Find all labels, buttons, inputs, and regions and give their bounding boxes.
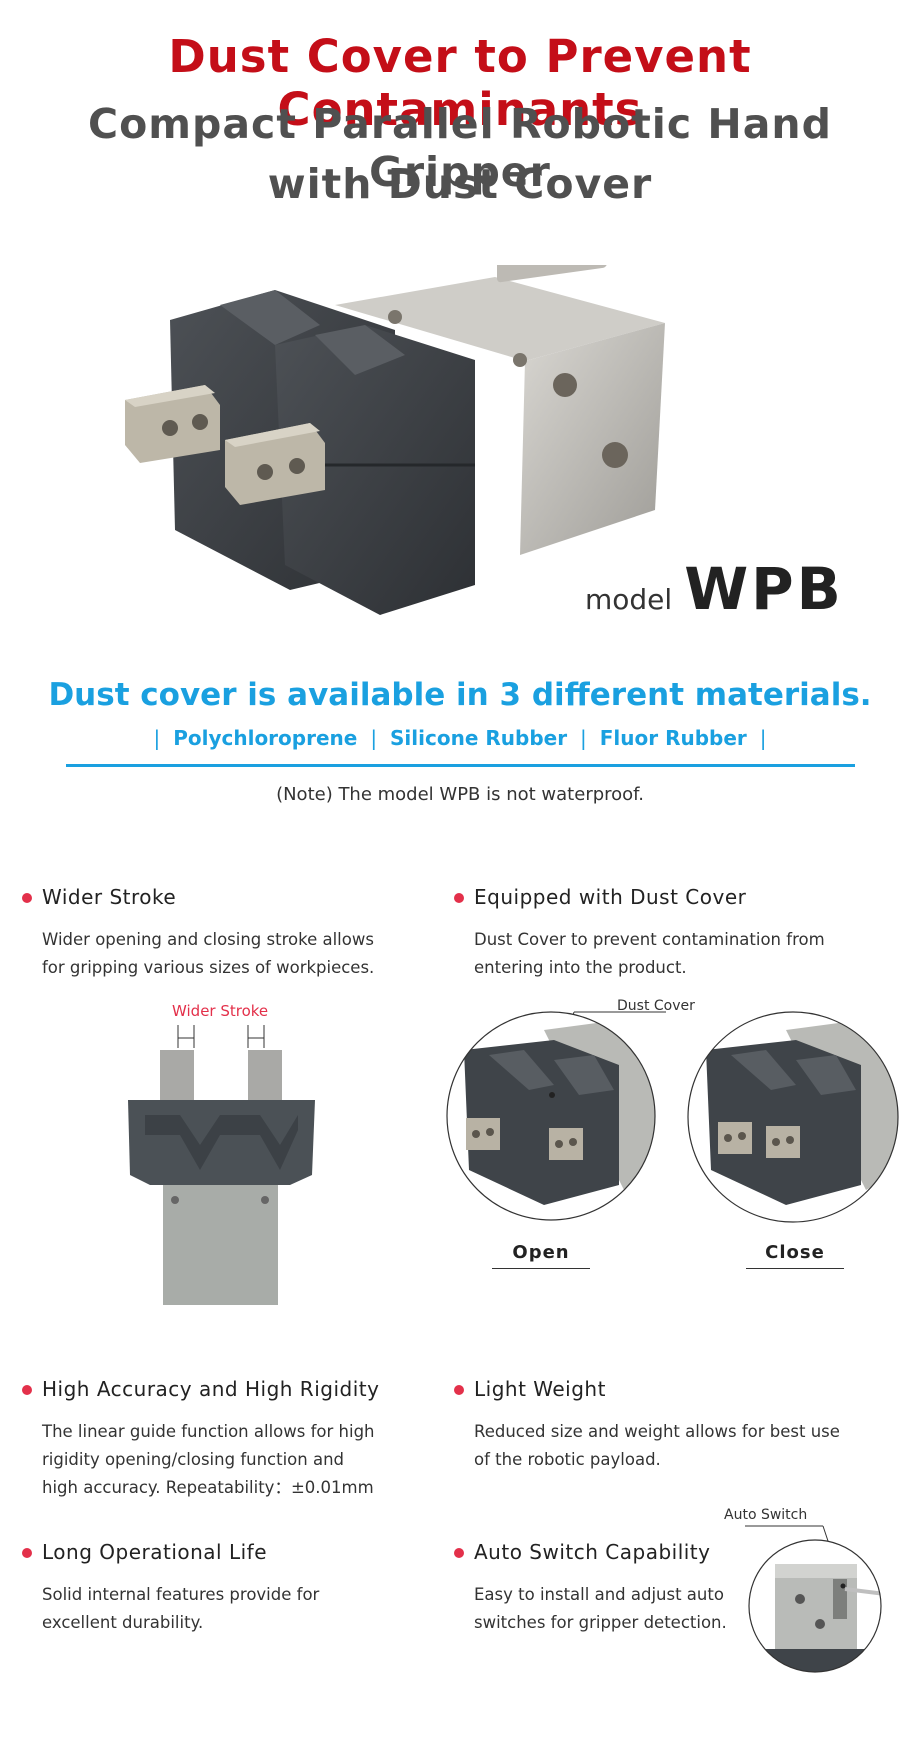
- page-subtitle-line1: Compact Parallel Robotic Hand Gripper: [88, 100, 832, 196]
- feature-desc: Wider opening and closing stroke allows …: [42, 930, 375, 977]
- feature-title: Light Weight: [474, 1377, 606, 1401]
- model-name: WPB: [684, 555, 844, 623]
- bullet-icon: [454, 1548, 464, 1558]
- wider-stroke-illustration: [128, 1025, 315, 1305]
- model-word: model: [585, 583, 673, 616]
- page-subtitle-line2: with Dust Cover: [267, 160, 653, 208]
- divider: [66, 764, 855, 767]
- material-item: Silicone Rubber: [390, 726, 568, 750]
- close-caption: Close: [765, 1242, 825, 1263]
- bullet-icon: [22, 893, 32, 903]
- dust-cover-close-illustration: [687, 1011, 899, 1223]
- waterproof-note: (Note) The model WPB is not waterproof.: [276, 784, 644, 805]
- feature-title: Auto Switch Capability: [474, 1540, 711, 1564]
- bullet-icon: [22, 1548, 32, 1558]
- feature-title: Wider Stroke: [42, 885, 177, 909]
- separator: |: [580, 726, 587, 750]
- feature-desc: Solid internal features provide for exce…: [42, 1585, 320, 1632]
- separator: |: [370, 726, 378, 750]
- dust-cover-open-illustration: [446, 1011, 666, 1221]
- open-caption: Open: [512, 1242, 570, 1263]
- dust-cover-callout: Dust Cover: [617, 998, 695, 1014]
- bullet-icon: [454, 1385, 464, 1395]
- feature-title: High Accuracy and High Rigidity: [42, 1377, 380, 1401]
- feature-title: Long Operational Life: [42, 1540, 268, 1564]
- materials-title: Dust cover is available in 3 different m…: [48, 677, 872, 713]
- material-item: Polychloroprene: [173, 726, 358, 750]
- material-item: Fluor Rubber: [599, 726, 747, 750]
- gripper-product-image: [125, 265, 665, 615]
- model-label: model WPB: [585, 555, 845, 623]
- separator: |: [153, 726, 161, 750]
- feature-desc: Dust Cover to prevent contamination from…: [474, 930, 825, 977]
- feature-desc: Reduced size and weight allows for best …: [474, 1422, 840, 1469]
- auto-switch-callout: Auto Switch: [724, 1507, 808, 1523]
- feature-desc: Easy to install and adjust auto switches…: [474, 1585, 727, 1632]
- page-title: Dust Cover to Prevent Contaminants: [168, 30, 752, 136]
- caption-underline: [746, 1268, 844, 1269]
- feature-desc: The linear guide function allows for hig…: [42, 1422, 375, 1497]
- feature-title: Equipped with Dust Cover: [474, 885, 747, 909]
- separator: |: [759, 726, 767, 750]
- bullet-icon: [454, 893, 464, 903]
- wider-stroke-label: Wider Stroke: [172, 1002, 269, 1020]
- caption-underline: [492, 1268, 590, 1269]
- materials-list: | Polychloroprene | Silicone Rubber | Fl…: [0, 726, 920, 750]
- auto-switch-illustration: [745, 1525, 882, 1673]
- bullet-icon: [22, 1385, 32, 1395]
